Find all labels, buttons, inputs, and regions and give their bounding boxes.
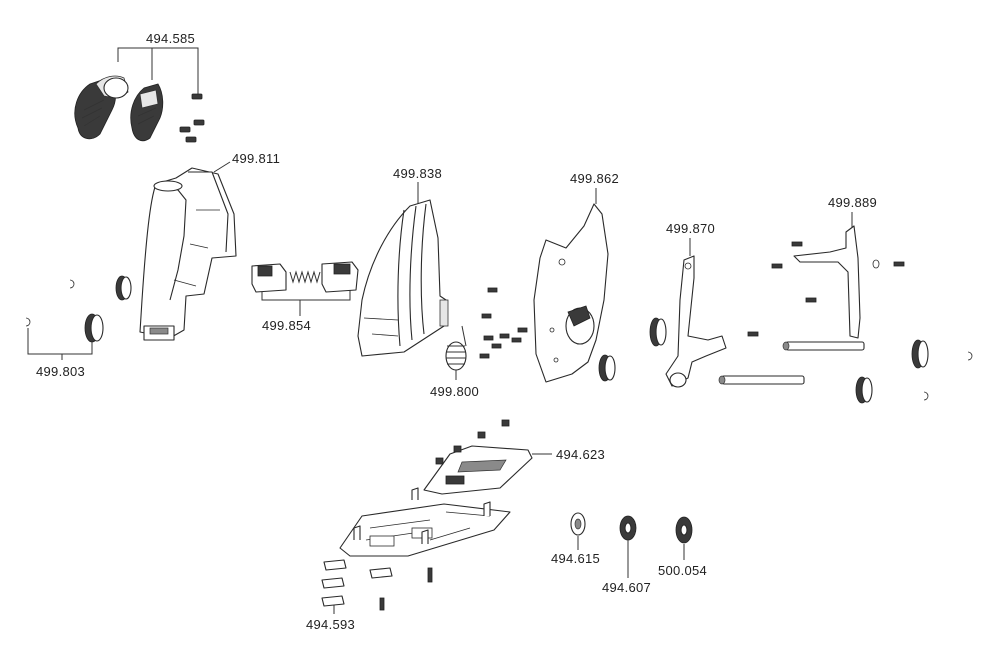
screw-group-center xyxy=(479,287,528,359)
part-499-800-torsion-spring xyxy=(445,325,467,380)
part-494-593-clips xyxy=(321,559,393,614)
label-494-607: 494.607 xyxy=(602,580,651,595)
part-499-870-lever-arm xyxy=(649,238,727,388)
label-500-054: 500.054 xyxy=(658,563,707,578)
part-499-811-housing xyxy=(139,161,237,341)
label-499-889: 499.889 xyxy=(828,195,877,210)
part-494-607-washer xyxy=(619,515,637,578)
label-494-615: 494.615 xyxy=(551,551,600,566)
label-499-811: 499.811 xyxy=(232,151,280,166)
label-499-854: 499.854 xyxy=(262,318,311,333)
part-499-838-blade-guard xyxy=(357,182,449,357)
part-499-889-bracket xyxy=(718,212,973,404)
part-494-615-washer xyxy=(570,512,586,550)
part-499-803-wheels xyxy=(25,275,132,360)
part-499-862-side-plate xyxy=(533,188,616,383)
part-494-623-base-plate xyxy=(339,419,552,611)
label-499-800: 499.800 xyxy=(430,384,479,399)
label-499-870: 499.870 xyxy=(666,221,715,236)
label-494-593: 494.593 xyxy=(306,617,355,632)
label-499-862: 499.862 xyxy=(570,171,619,186)
part-500-054-flange xyxy=(675,516,693,560)
label-499-838: 499.838 xyxy=(393,166,442,181)
label-499-803: 499.803 xyxy=(36,364,85,379)
label-494-623: 494.623 xyxy=(556,447,605,462)
part-499-854-spring-assembly xyxy=(251,261,359,316)
label-494-585: 494.585 xyxy=(146,31,195,46)
part-494-585-handle xyxy=(74,47,205,143)
